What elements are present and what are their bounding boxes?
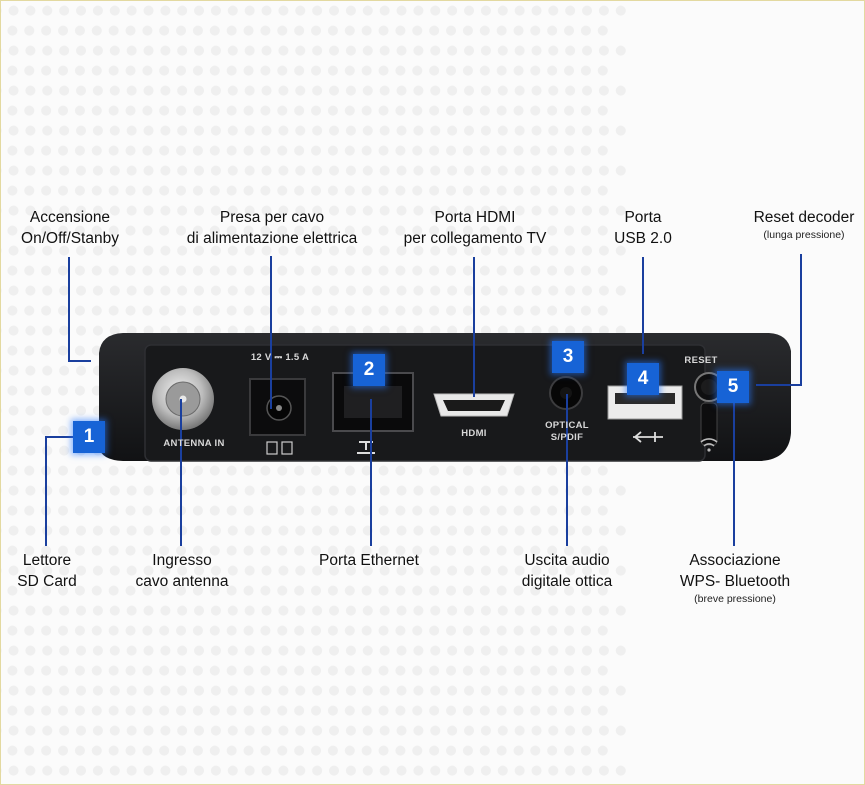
label-ingresso-line-1: Ingresso bbox=[152, 552, 212, 569]
leader-lines bbox=[45, 254, 802, 546]
antenna-in-label: ANTENNA IN bbox=[163, 438, 225, 449]
optical-line-2: S/PDIF bbox=[550, 432, 584, 443]
label-reset: Reset decoder (lunga pressione) bbox=[743, 207, 864, 242]
antenna-connector bbox=[152, 368, 214, 430]
label-presa-line-1: Presa per cavo bbox=[219, 209, 325, 226]
label-ethernet: Porta Ethernet bbox=[301, 550, 437, 571]
label-wps-line-1: Associazione bbox=[689, 552, 781, 569]
label-presa-line-2: di alimentazione elettrica bbox=[186, 230, 358, 247]
label-ethernet-line-1: Porta Ethernet bbox=[319, 552, 419, 569]
label-lettore-line-2: SD Card bbox=[17, 573, 77, 590]
badge-1: 1 bbox=[73, 421, 105, 453]
label-reset-sub: (lunga pressione) bbox=[763, 229, 845, 241]
optical-port bbox=[549, 376, 583, 410]
reset-port-label: RESET bbox=[684, 355, 718, 366]
label-audio-line-1: Uscita audio bbox=[524, 552, 610, 569]
badge-5: 5 bbox=[717, 371, 749, 403]
wireless-icon bbox=[700, 438, 718, 452]
label-ingresso: Ingresso cavo antenna bbox=[119, 550, 245, 592]
power-jack bbox=[249, 378, 306, 455]
reset-button bbox=[694, 372, 724, 446]
label-wps-sub: (breve pressione) bbox=[694, 593, 776, 605]
label-hdmi-line-1: Porta HDMI bbox=[434, 209, 516, 226]
label-reset-title: Reset decoder bbox=[753, 209, 855, 226]
label-usb: Porta USB 2.0 bbox=[597, 207, 689, 249]
leader-lettore bbox=[45, 436, 73, 546]
label-presa: Presa per cavo di alimentazione elettric… bbox=[169, 207, 375, 249]
label-wps: Associazione WPS- Bluetooth (breve press… bbox=[665, 550, 805, 606]
optical-line-1: OPTICAL bbox=[545, 420, 589, 431]
badge-3: 3 bbox=[552, 341, 584, 373]
label-accensione-line-1: Accensione bbox=[29, 209, 111, 226]
label-accensione: Accensione On/Off/Stanby bbox=[9, 207, 131, 249]
optical-port-label: OPTICAL S/PDIF bbox=[529, 420, 605, 444]
label-usb-line-2: USB 2.0 bbox=[614, 230, 672, 247]
leader-accensione bbox=[68, 257, 91, 362]
label-lettore-line-1: Lettore bbox=[22, 552, 72, 569]
power-rating-label: 12 V ⎓ 1.5 A bbox=[250, 352, 310, 363]
label-hdmi: Porta HDMI per collegamento TV bbox=[387, 207, 563, 249]
label-hdmi-line-2: per collegamento TV bbox=[403, 230, 547, 247]
label-lettore: Lettore SD Card bbox=[5, 550, 89, 592]
label-audio: Uscita audio digitale ottica bbox=[507, 550, 627, 592]
badge-2: 2 bbox=[353, 354, 385, 386]
label-ingresso-line-2: cavo antenna bbox=[135, 573, 229, 590]
hdmi-port-label: HDMI bbox=[461, 428, 487, 439]
badge-4: 4 bbox=[627, 363, 659, 395]
hdmi-port bbox=[433, 393, 515, 417]
label-usb-line-1: Porta bbox=[624, 209, 662, 226]
label-audio-line-2: digitale ottica bbox=[521, 573, 613, 590]
label-accensione-line-2: On/Off/Stanby bbox=[21, 230, 119, 247]
leader-reset bbox=[756, 254, 802, 386]
label-wps-line-2: WPS- Bluetooth bbox=[679, 573, 791, 590]
